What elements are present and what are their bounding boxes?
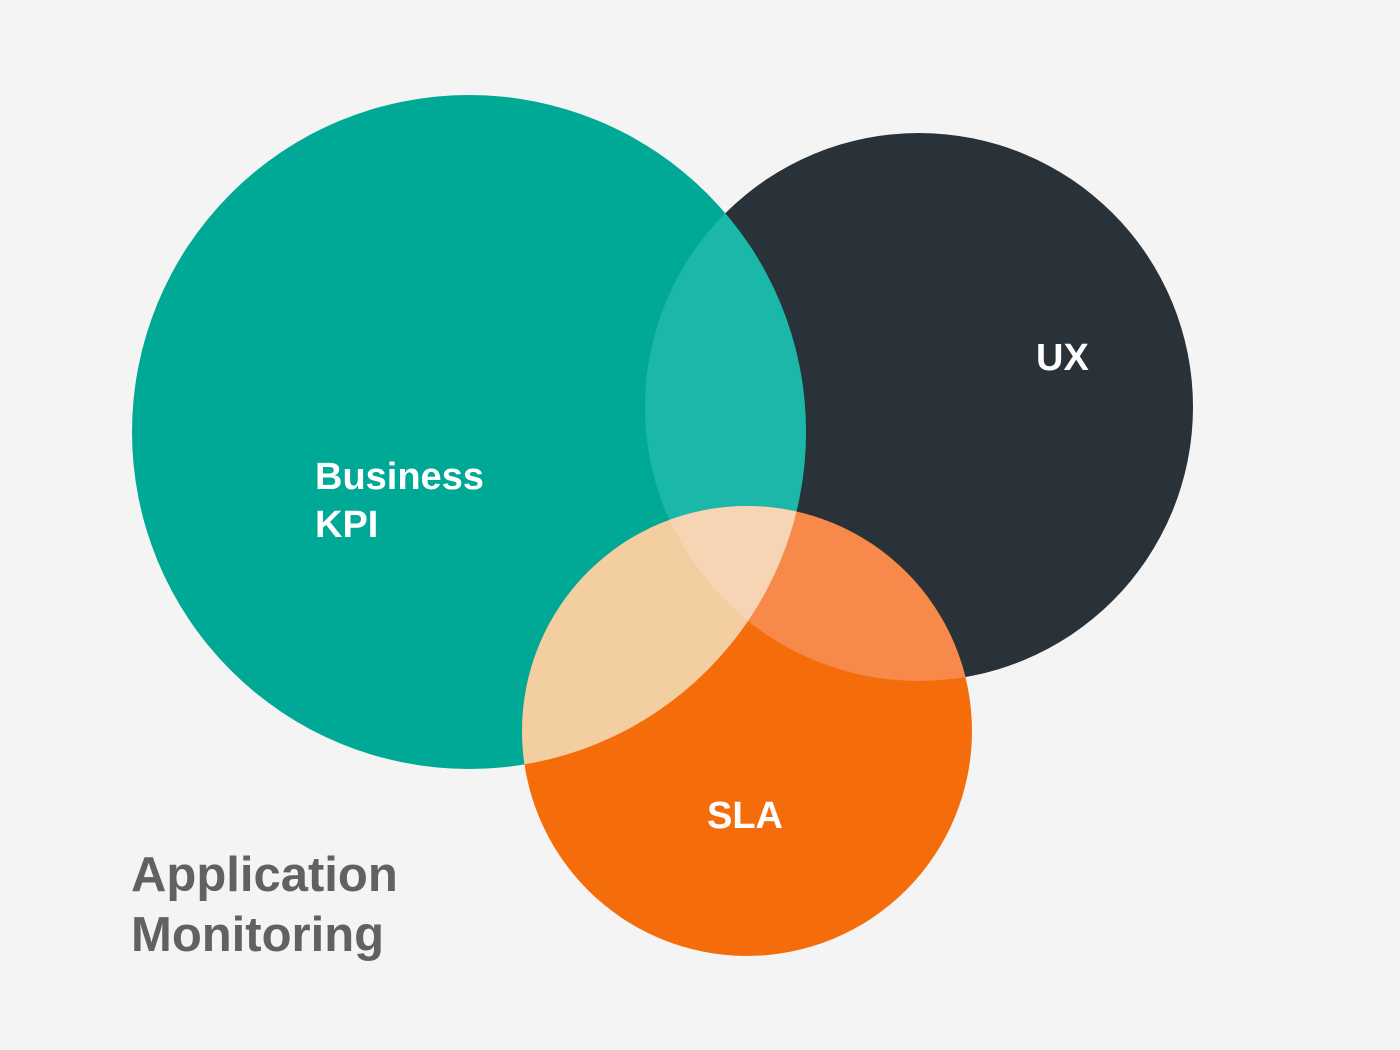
ux-sla-overlap (645, 506, 972, 681)
sla-label: SLA (707, 795, 783, 837)
caption-line2: Monitoring (131, 908, 385, 962)
business-kpi-label-line2: KPI (315, 504, 378, 546)
ux-label: UX (1036, 337, 1089, 379)
business-kpi-label-line1: Business (315, 456, 484, 498)
diagram-caption: Application Monitoring (131, 845, 398, 965)
caption-line1: Application (131, 848, 398, 902)
